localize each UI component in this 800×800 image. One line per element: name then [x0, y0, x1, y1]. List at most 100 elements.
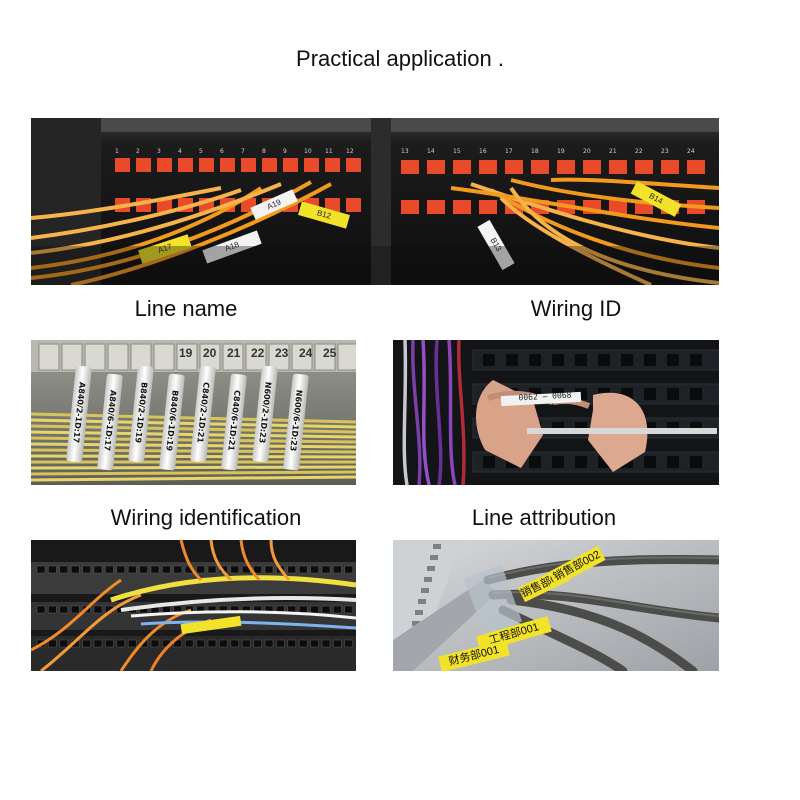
fiber-cable — [31, 470, 356, 476]
cable-sleeve — [221, 373, 247, 471]
patch-cable — [509, 186, 719, 285]
switch-port — [105, 565, 114, 574]
switch-port — [93, 605, 103, 614]
switch-port — [48, 565, 57, 574]
switch-port — [287, 639, 297, 648]
terminal-block — [291, 343, 313, 371]
terminal-block — [153, 343, 175, 371]
switch-port — [344, 605, 354, 614]
port-number: 6 — [220, 148, 224, 155]
terminal-block — [245, 343, 267, 371]
terminal-number: 25 — [323, 346, 337, 360]
section-caption-line-attribution: Line attribution — [471, 505, 617, 530]
patch-port — [178, 158, 193, 172]
patch-port — [479, 160, 497, 174]
rack-port — [644, 388, 656, 400]
switch-port — [230, 639, 240, 648]
port-number: 16 — [479, 148, 487, 155]
switch-port — [93, 639, 103, 648]
panel-slot — [415, 610, 423, 615]
patch-cable — [70, 182, 332, 285]
cable-sleeve — [190, 365, 216, 463]
switch-port — [173, 639, 183, 648]
port-number: 5 — [199, 148, 203, 155]
cable-sleeve — [159, 373, 185, 471]
rack-port — [667, 456, 679, 468]
switch-port — [321, 605, 331, 614]
patch-port — [157, 158, 172, 172]
switch-port — [48, 605, 57, 614]
sleeve-label-text: B840/6-1D:19 — [164, 389, 180, 452]
rack-port — [690, 354, 702, 366]
terminal-block — [268, 343, 290, 371]
port-number: 10 — [304, 148, 312, 155]
terminal-block — [176, 343, 198, 371]
patch-port — [557, 160, 575, 174]
page-title: Practical application . — [296, 46, 504, 71]
port-number: 13 — [401, 148, 409, 155]
patch-port — [325, 158, 340, 172]
patch-port — [304, 158, 319, 172]
cable-label-text: B13 — [488, 236, 504, 253]
rack-port — [667, 388, 679, 400]
patch-port — [401, 200, 419, 214]
port-number: 2 — [136, 148, 140, 155]
switch-port — [207, 639, 217, 648]
switch-port — [70, 605, 80, 614]
rack-port — [575, 456, 587, 468]
port-number: 1 — [115, 148, 119, 155]
port-number: 20 — [583, 148, 591, 155]
patch-port — [427, 160, 445, 174]
port-number: 9 — [283, 148, 287, 155]
switch-port — [36, 565, 46, 574]
terminal-block — [61, 343, 83, 371]
port-number: 4 — [178, 148, 182, 155]
patch-cable — [489, 188, 719, 270]
sleeve-label-text: B840/2-1D:19 — [133, 381, 149, 444]
switch-port — [116, 639, 126, 648]
cable-label — [630, 181, 682, 217]
rack-port — [529, 456, 541, 468]
switch-port — [105, 639, 114, 648]
section-caption-line-name: Line name — [134, 296, 238, 321]
patch-cable — [31, 182, 282, 255]
patch-port — [635, 160, 653, 174]
sleeve-label-text: N600/6-1D:23 — [288, 389, 304, 452]
switch-port — [59, 565, 69, 574]
patch-cable — [31, 186, 222, 220]
switch-port — [36, 605, 46, 614]
switch-port — [82, 565, 91, 574]
port-number: 17 — [505, 148, 513, 155]
sleeve-label-text: N600/2-1D:23 — [257, 381, 273, 444]
rack-port — [598, 354, 610, 366]
cable-label — [250, 189, 298, 220]
patch-port — [283, 158, 298, 172]
panel-slot — [433, 544, 441, 549]
terminal-number: 19 — [179, 346, 193, 360]
switch-port — [253, 639, 262, 648]
terminal-number: 24 — [299, 346, 313, 360]
terminal-number: 22 — [251, 346, 265, 360]
rack-port — [575, 354, 587, 366]
rack-port — [552, 354, 564, 366]
rack-port — [483, 456, 495, 468]
patch-port — [583, 160, 601, 174]
terminal-block — [84, 343, 106, 371]
patch-port — [262, 158, 277, 172]
switch-cabling-photo — [31, 540, 356, 671]
terminal-block — [337, 343, 356, 371]
switch-port — [333, 565, 342, 574]
sleeve-label-text: C840/2-1D:21 — [195, 381, 211, 444]
switch-port — [276, 639, 285, 648]
patch-cable — [499, 196, 652, 285]
panel-slot — [430, 555, 438, 560]
cable-sleeve — [128, 365, 154, 463]
patch-port — [241, 158, 256, 172]
patch-port — [427, 200, 445, 214]
fiber-cable — [31, 465, 356, 470]
patch-port — [199, 158, 214, 172]
switch-port — [184, 639, 194, 648]
cable-attribution-label: 财务部001 — [438, 639, 510, 671]
section-caption-wiring-identification: Wiring identification — [110, 505, 302, 530]
port-number: 21 — [609, 148, 617, 155]
